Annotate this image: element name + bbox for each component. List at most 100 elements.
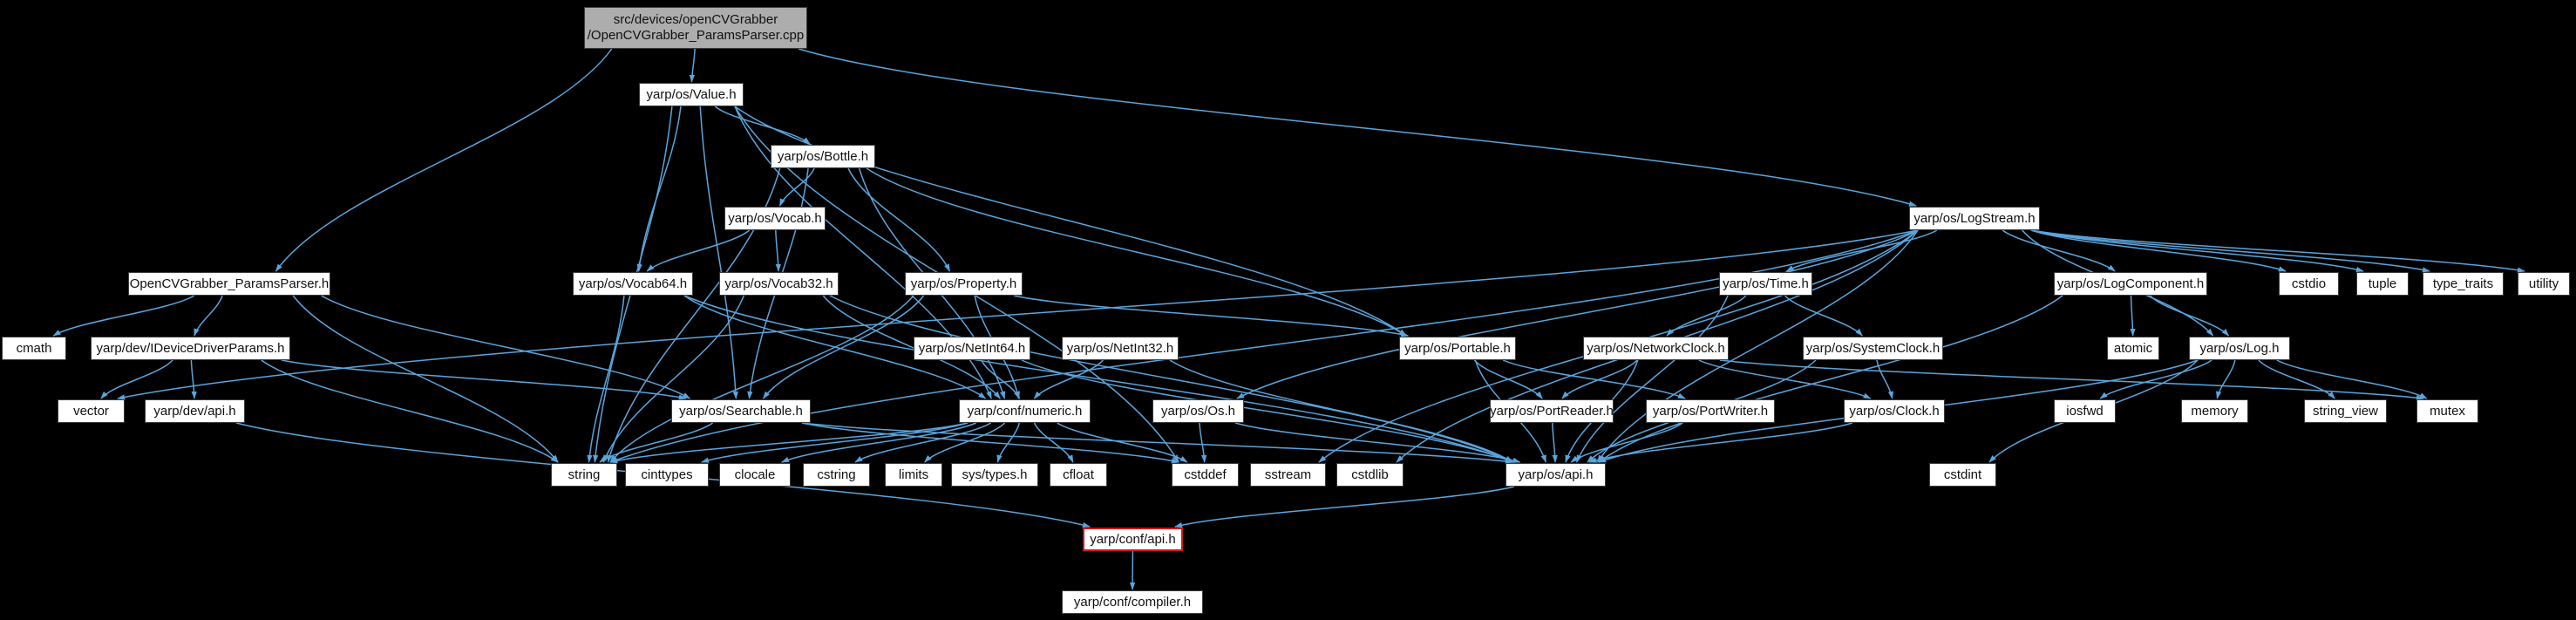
graph-node-clock[interactable]: yarp/os/Clock.h bbox=[1844, 399, 1945, 423]
include-edge-systemclock--clock bbox=[1876, 359, 1894, 399]
include-edge-log--mutex bbox=[2276, 359, 2428, 399]
graph-node-limits: limits bbox=[885, 463, 942, 487]
graph-node-tuple: tuple bbox=[2356, 272, 2409, 296]
graph-node-bottle[interactable]: yarp/os/Bottle.h bbox=[771, 145, 875, 168]
include-edge-netint64--osapi bbox=[1021, 359, 1513, 463]
graph-node-clocale: clocale bbox=[719, 463, 791, 487]
graph-node-portable[interactable]: yarp/os/Portable.h bbox=[1399, 337, 1516, 360]
include-edge-networkclock--portreader bbox=[1561, 359, 1638, 399]
include-edge-cpp--ocvp_h bbox=[275, 48, 613, 272]
graph-node-devapi[interactable]: yarp/dev/api.h bbox=[145, 399, 245, 423]
graph-node-log[interactable]: yarp/os/Log.h bbox=[2189, 337, 2290, 360]
graph-node-sstream: sstream bbox=[1250, 463, 1326, 487]
include-edge-searchable--osapi bbox=[801, 422, 1513, 465]
graph-node-networkclock[interactable]: yarp/os/NetworkClock.h bbox=[1583, 337, 1729, 360]
graph-node-netint64[interactable]: yarp/os/NetInt64.h bbox=[914, 337, 1030, 360]
include-edge-ocvp_h--cmath bbox=[52, 295, 195, 337]
graph-node-vocab32[interactable]: yarp/os/Vocab32.h bbox=[719, 272, 839, 296]
include-edge-searchable--cstddef bbox=[801, 422, 1179, 464]
graph-node-typetraits: type_traits bbox=[2423, 272, 2504, 296]
include-edge-osapi--confapi bbox=[1174, 486, 1515, 528]
graph-node-vocab[interactable]: yarp/os/Vocab.h bbox=[724, 207, 826, 230]
graph-node-property[interactable]: yarp/os/Property.h bbox=[905, 272, 1023, 296]
include-edge-time--osapi bbox=[1575, 295, 1729, 463]
include-edge-numeric--string bbox=[609, 422, 969, 464]
include-edge-numeric--limits bbox=[924, 422, 1006, 463]
include-edge-idevparams--vector bbox=[100, 359, 173, 399]
graph-node-cstdint: cstdint bbox=[1929, 463, 1996, 487]
include-edge-logcomponent--atomic bbox=[2130, 295, 2136, 337]
graph-node-utility: utility bbox=[2518, 272, 2570, 296]
graph-node-ocvp_h[interactable]: OpenCVGrabber_ParamsParser.h bbox=[128, 272, 330, 296]
include-edge-vocab--vocab64 bbox=[646, 229, 751, 272]
include-edge-numeric--cfloat bbox=[1033, 422, 1074, 463]
graph-node-systypes: sys/types.h bbox=[951, 463, 1038, 487]
graph-node-stringview: string_view bbox=[2304, 399, 2387, 423]
graph-node-logcomponent[interactable]: yarp/os/LogComponent.h bbox=[2054, 272, 2207, 296]
include-edge-vocab64--string bbox=[587, 295, 625, 463]
include-edge-netint32--osapi bbox=[1169, 359, 1513, 463]
include-edge-netint32--numeric bbox=[1033, 359, 1104, 399]
include-edge-numeric--cstddef bbox=[1057, 422, 1188, 463]
include-edge-time--networkclock bbox=[1666, 295, 1747, 337]
graph-node-time[interactable]: yarp/os/Time.h bbox=[1719, 272, 1812, 296]
graph-node-memory: memory bbox=[2181, 399, 2248, 423]
include-edge-logstream--vector bbox=[117, 229, 1919, 400]
graph-node-value[interactable]: yarp/os/Value.h bbox=[639, 83, 744, 106]
graph-node-cstddef: cstddef bbox=[1172, 463, 1239, 487]
graph-node-netint32[interactable]: yarp/os/NetInt32.h bbox=[1062, 337, 1179, 360]
graph-node-searchable[interactable]: yarp/os/Searchable.h bbox=[671, 399, 811, 423]
graph-node-cstdlib: cstdlib bbox=[1336, 463, 1404, 487]
include-edge-vocab32--osapi bbox=[829, 295, 1513, 463]
include-edge-logstream--cstdio bbox=[2030, 229, 2287, 272]
include-edge-bottle--vocab bbox=[778, 167, 815, 207]
include-edge-log--iosfwd bbox=[2099, 359, 2212, 399]
include-edge-idevparams--string bbox=[261, 359, 559, 463]
include-edge-cpp--value bbox=[689, 48, 696, 83]
graph-node-systemclock[interactable]: yarp/os/SystemClock.h bbox=[1803, 337, 1943, 360]
graph-node-vector: vector bbox=[58, 399, 125, 423]
include-edge-clock--osapi bbox=[1588, 422, 1853, 463]
include-edge-property--portable bbox=[1013, 295, 1410, 337]
include-edge-os--osapi bbox=[1234, 422, 1521, 463]
graph-node-osapi[interactable]: yarp/os/api.h bbox=[1505, 463, 1606, 487]
include-edge-log--stringview bbox=[2258, 359, 2335, 399]
include-edge-numeric--clocale bbox=[781, 422, 977, 463]
include-edge-logstream--string bbox=[609, 229, 1919, 463]
graph-node-cinttypes: cinttypes bbox=[625, 463, 709, 487]
include-edge-vocab32--string bbox=[602, 295, 744, 463]
graph-node-vocab64[interactable]: yarp/os/Vocab64.h bbox=[573, 272, 693, 296]
graph-node-portwriter[interactable]: yarp/os/PortWriter.h bbox=[1646, 399, 1775, 423]
include-edge-value--searchable bbox=[699, 106, 738, 399]
include-edge-logstream--logcomponent bbox=[2002, 229, 2116, 272]
include-edge-netint64--numeric bbox=[981, 359, 1021, 399]
include-edge-numeric--systypes bbox=[996, 422, 1021, 463]
include-edge-logstream--utility bbox=[2030, 229, 2525, 273]
include-edge-logcomponent--log bbox=[2149, 295, 2230, 337]
graph-node-idevparams[interactable]: yarp/dev/IDeviceDriverParams.h bbox=[91, 337, 290, 360]
graph-node-numeric[interactable]: yarp/conf/numeric.h bbox=[959, 399, 1091, 423]
graph-node-compiler[interactable]: yarp/conf/compiler.h bbox=[1062, 590, 1203, 614]
include-edge-logstream--tuple bbox=[2030, 229, 2364, 273]
graph-node-atomic: atomic bbox=[2107, 337, 2159, 360]
graph-node-os[interactable]: yarp/os/Os.h bbox=[1152, 399, 1244, 423]
include-edge-vocab--vocab32 bbox=[775, 229, 781, 272]
graph-node-cstdio: cstdio bbox=[2279, 272, 2339, 296]
graph-node-confapi[interactable]: yarp/conf/api.h bbox=[1083, 528, 1183, 551]
include-edge-log--memory bbox=[2216, 359, 2236, 399]
graph-node-logstream[interactable]: yarp/os/LogStream.h bbox=[1909, 207, 2040, 230]
include-edge-logstream--typetraits bbox=[2030, 229, 2430, 273]
include-edge-numeric--cinttypes bbox=[701, 422, 969, 463]
include-edge-logstream--os bbox=[1236, 229, 1919, 399]
include-edge-networkclock--clock bbox=[1698, 359, 1872, 399]
graph-node-mutex: mutex bbox=[2416, 399, 2478, 423]
include-edge-ocvp_h--searchable bbox=[321, 295, 691, 399]
graph-node-portreader[interactable]: yarp/os/PortReader.h bbox=[1490, 399, 1614, 423]
include-edge-logstream--time bbox=[1785, 229, 1938, 272]
include-edge-os--cstddef bbox=[1199, 422, 1207, 463]
graph-node-string: string bbox=[551, 463, 617, 487]
include-edge-cpp--logstream bbox=[798, 48, 1917, 207]
include-edge-value--vocab64 bbox=[636, 106, 682, 272]
